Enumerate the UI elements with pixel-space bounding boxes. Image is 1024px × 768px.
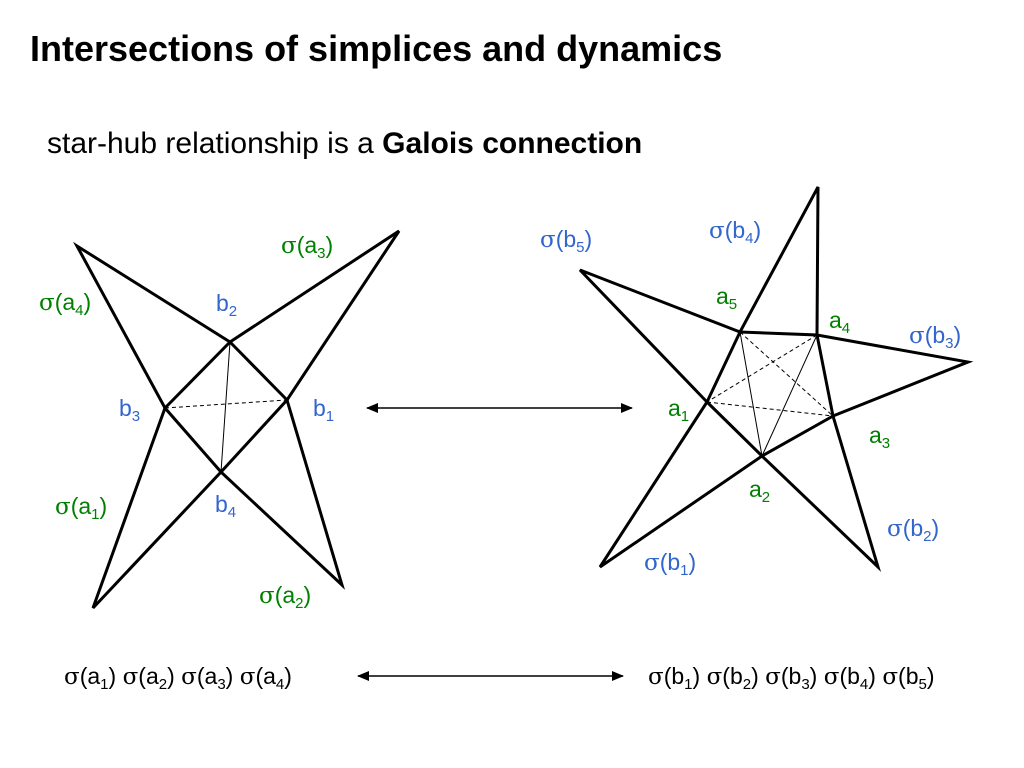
slide-subtitle: star-hub relationship is a Galois connec… [47,127,642,161]
left-vertex-label-b2: b2 [216,290,237,320]
right-star-label-sigma-b4: σ(b4) [709,217,761,247]
left-vertex-label-b3: b3 [119,395,140,425]
right-vertex-label-a1: a1 [668,395,689,425]
right-star-outline [578,186,974,572]
subtitle-plain-text: star-hub relationship is a [47,127,383,160]
right-vertex-label-a5: a5 [716,283,737,313]
right-diagonal-a5-a2 [739,331,763,457]
left-star-label-sigma-a3: σ(a3) [281,232,333,262]
bottom-right-star-list: σ(b1) σ(b2) σ(b3) σ(b4) σ(b5) [648,663,935,693]
right-star-label-sigma-b3: σ(b3) [909,322,961,352]
right-star-label-sigma-b1: σ(b1) [644,549,696,579]
right-inner-pentagon [705,330,835,458]
left-diagonal-b2-b4 [220,341,231,473]
left-star-label-sigma-a1: σ(a1) [55,493,107,523]
right-vertex-label-a2: a2 [749,476,770,506]
left-dashed-diagonal-b3-b1 [164,399,288,409]
right-star-label-sigma-b5: σ(b5) [540,226,592,256]
left-star-label-sigma-a4: σ(a4) [39,289,91,319]
right-dashed-diagonal-a1-a3 [706,401,834,417]
right-dashed-diagonal-a4-a1 [706,334,818,403]
right-vertex-label-a4: a4 [829,307,850,337]
right-star-figure [578,186,974,572]
left-vertex-label-b4: b4 [215,491,236,521]
subtitle-bold-text: Galois connection [382,127,643,160]
slide-title: Intersections of simplices and dynamics [30,28,723,69]
left-vertex-label-b1: b1 [313,395,334,425]
right-vertex-label-a3: a3 [869,422,890,452]
right-star-label-sigma-b2: σ(b2) [887,515,939,545]
left-star-figure [72,229,401,610]
bottom-left-star-list: σ(a1) σ(a2) σ(a3) σ(a4) [64,663,292,693]
right-diagonal-a4-a2 [761,334,818,457]
left-star-label-sigma-a2: σ(a2) [259,582,311,612]
